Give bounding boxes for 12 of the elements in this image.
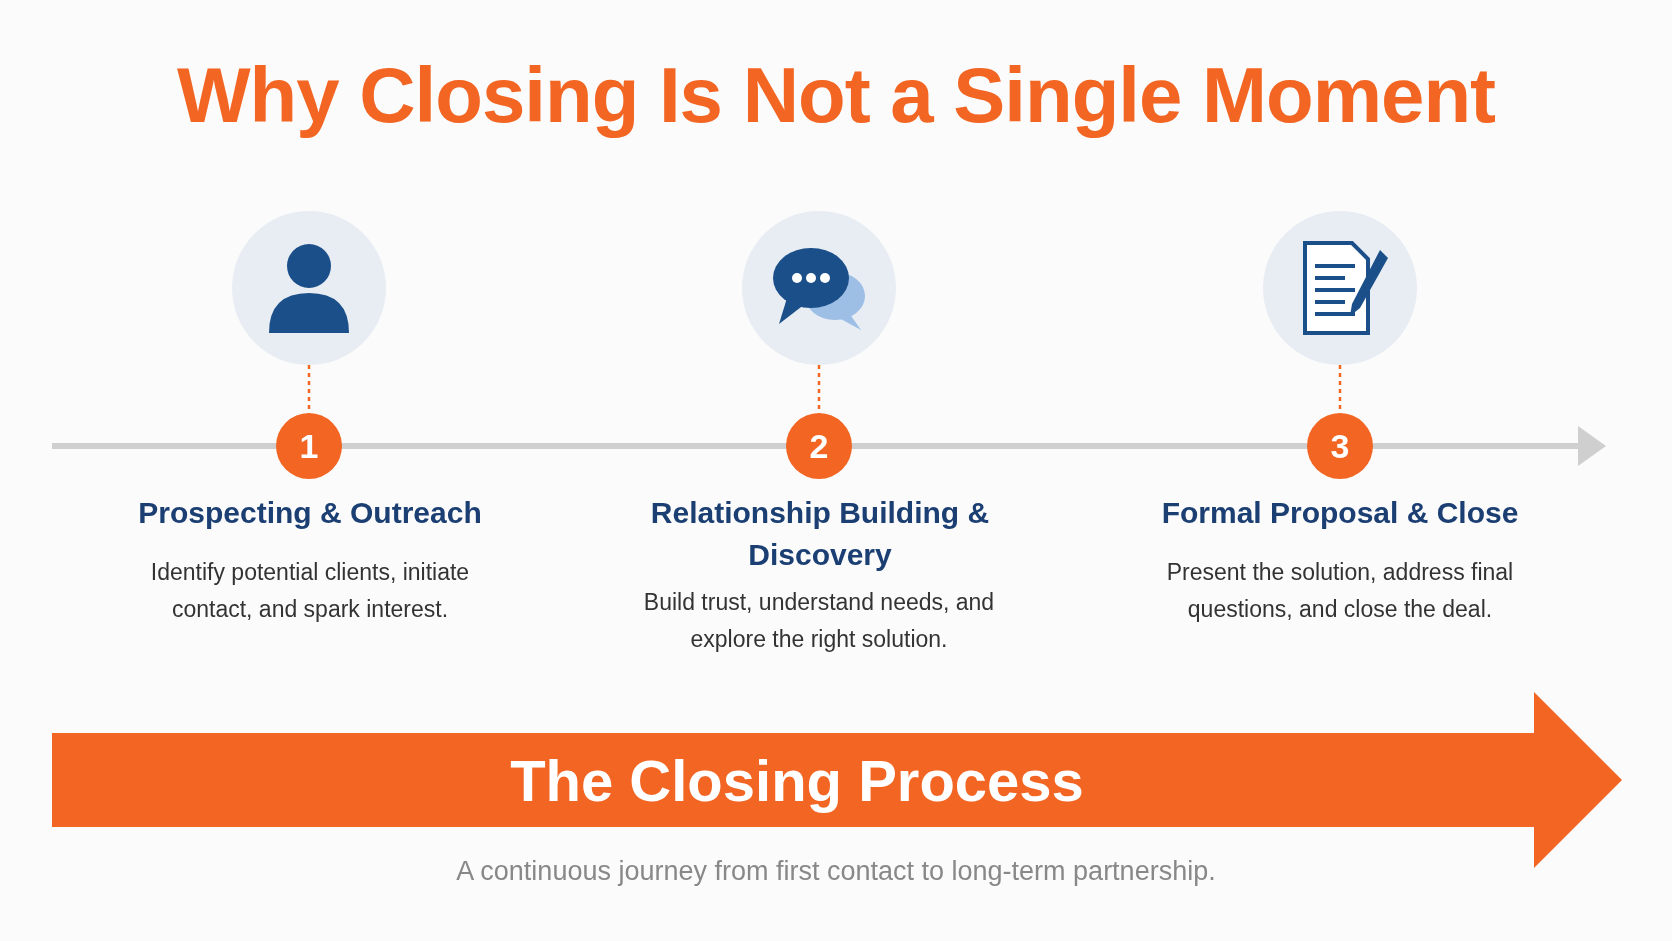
step-number: 1 (276, 413, 342, 479)
step-number: 3 (1307, 413, 1373, 479)
step-title: Formal Proposal & Close (1160, 495, 1520, 531)
arrow-label: The Closing Process (510, 746, 1084, 814)
step-number: 2 (786, 413, 852, 479)
step-description: Build trust, understand needs, and explore the right solution. (642, 588, 996, 654)
caption: A continuous journey from first contact to long-term partnership. (455, 856, 1217, 887)
title: Why Closing Is Not a Single Moment (175, 50, 1497, 141)
step-title: Prospecting & Outreach (137, 495, 483, 531)
step-title: Relationship Building & Discovery (649, 495, 991, 573)
step-description: Present the solution, address final questions, and close the deal. (1165, 558, 1515, 624)
step-description: Identify potential clients, initiate contact, and spark interest. (149, 558, 471, 624)
